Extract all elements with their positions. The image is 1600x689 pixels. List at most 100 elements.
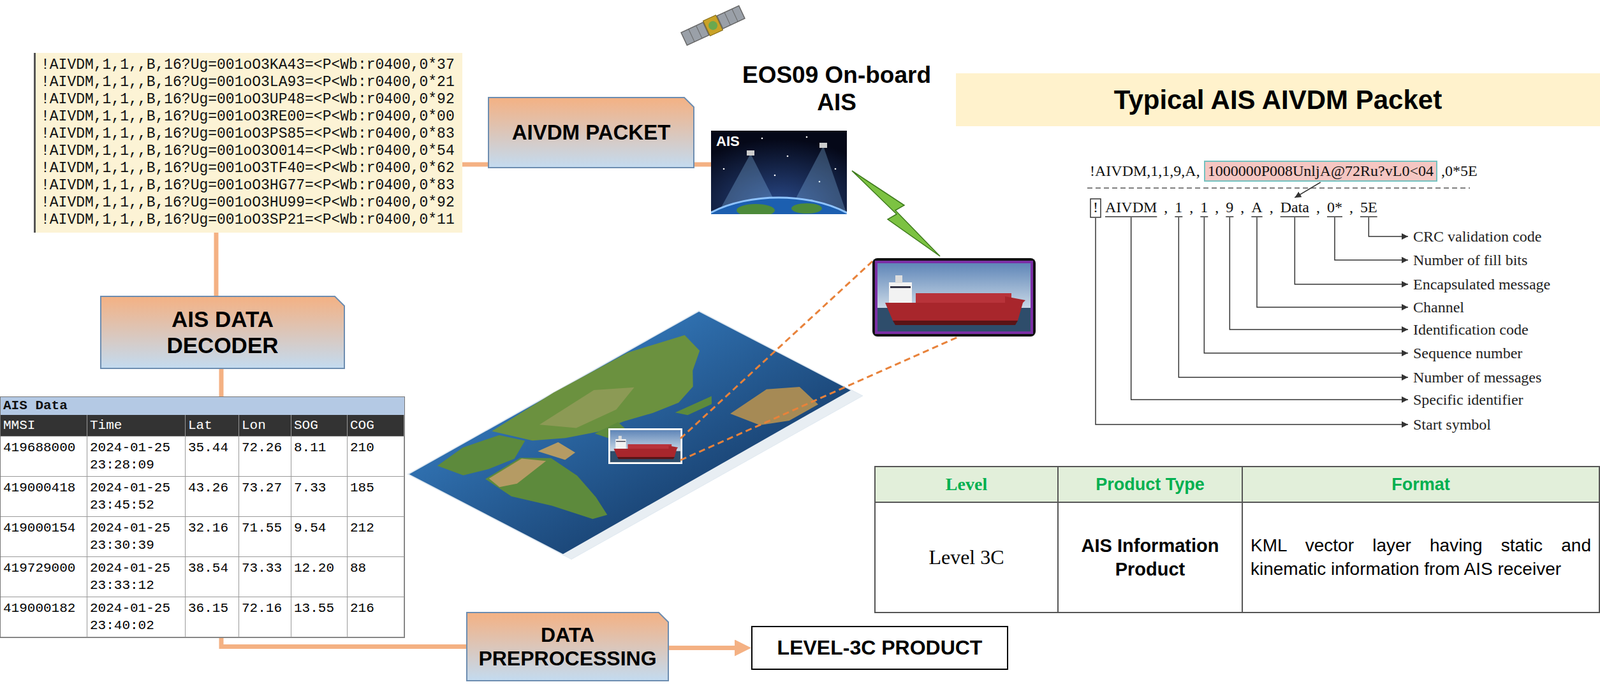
separator: , bbox=[1163, 198, 1168, 217]
packet-example: !AIVDM,1,1,9,A,1000000P008UnljA@72Ru?vL0… bbox=[1089, 160, 1478, 182]
table-cell: 212 bbox=[347, 517, 405, 558]
ais-data-table: AIS DataMMSITimeLatLonSOGCOG419688000202… bbox=[0, 396, 405, 639]
star bbox=[723, 168, 726, 171]
process-tag: AIVDM PACKET bbox=[487, 96, 695, 169]
packet-annotation bbox=[1087, 182, 1470, 425]
field-underline bbox=[1251, 216, 1263, 218]
field-token: 0* bbox=[1327, 198, 1343, 217]
table-cell: 216 bbox=[347, 597, 405, 638]
field-description: Specific identifier bbox=[1413, 390, 1524, 409]
earth bbox=[711, 197, 847, 215]
field-token: 1 bbox=[1174, 198, 1183, 217]
table-cell: 88 bbox=[347, 557, 405, 598]
separator: , bbox=[1240, 198, 1245, 217]
field-description: Number of messages bbox=[1413, 368, 1542, 387]
field-underline bbox=[1280, 216, 1310, 218]
table-cell: 8.11 bbox=[291, 436, 348, 478]
header-text: Format bbox=[1391, 475, 1451, 495]
field-underline bbox=[1360, 216, 1378, 218]
packet-line: !AIVDM,1,1,,B,16?Ug=001oO3UP48=<P<Wb:r04… bbox=[40, 91, 455, 109]
table-cell: 2024-01-25 23:45:52 bbox=[87, 477, 186, 518]
field-token: 9 bbox=[1225, 198, 1234, 217]
table-cell: 72.26 bbox=[239, 436, 292, 478]
table-cell: 419000182 bbox=[0, 597, 88, 638]
table-cell: 73.27 bbox=[239, 477, 292, 518]
leader-line bbox=[1131, 217, 1409, 400]
mini-satellite bbox=[746, 150, 755, 156]
field-token: Data bbox=[1280, 198, 1310, 217]
product-table: LevelProduct TypeFormatLevel 3CAIS Infor… bbox=[874, 466, 1600, 614]
field-token: 5E bbox=[1360, 198, 1378, 217]
land bbox=[726, 379, 826, 434]
dashed-link bbox=[680, 261, 873, 439]
field-description: Number of fill bits bbox=[1413, 251, 1528, 270]
field-underline bbox=[1105, 216, 1157, 218]
world-map bbox=[408, 311, 863, 560]
connector bbox=[221, 638, 467, 648]
panel-grid bbox=[688, 29, 695, 43]
field-description: Sequence number bbox=[1413, 344, 1523, 363]
packet-text: !AIVDM,1,1,9,A, bbox=[1089, 162, 1201, 180]
separator: , bbox=[1269, 198, 1274, 217]
table-cell: 185 bbox=[347, 477, 405, 518]
table-grid: MMSITimeLatLonSOGCOG4196880002024-01-25 … bbox=[0, 415, 405, 638]
header-text: Product Type bbox=[1095, 475, 1205, 495]
table-title: AIS Data bbox=[0, 397, 405, 416]
connector bbox=[219, 369, 224, 397]
table-cell: 7.33 bbox=[291, 477, 348, 518]
field-underline bbox=[1200, 216, 1208, 218]
ice bbox=[560, 390, 863, 560]
leader-line bbox=[1256, 217, 1409, 308]
packet-text: ,0*5E bbox=[1441, 162, 1478, 180]
table-cell: 12.20 bbox=[291, 557, 348, 598]
tag-label: AIVDM PACKET bbox=[496, 120, 686, 145]
connector bbox=[462, 162, 488, 168]
panel-grid bbox=[696, 25, 703, 39]
field-token: AIVDM bbox=[1105, 198, 1157, 217]
ocean bbox=[408, 311, 863, 560]
heading-band: Typical AIS AIVDM Packet bbox=[955, 73, 1600, 127]
leader-line bbox=[1095, 218, 1409, 425]
leader-line bbox=[1334, 217, 1409, 261]
leader-line bbox=[1229, 217, 1409, 330]
start-symbol-box bbox=[1090, 198, 1101, 218]
mini-satellite bbox=[819, 142, 828, 148]
table-cell: 210 bbox=[347, 436, 405, 478]
field-underline bbox=[1225, 216, 1234, 218]
dashed-divider bbox=[1087, 187, 1470, 189]
star bbox=[834, 168, 837, 171]
satellite-icon bbox=[680, 4, 746, 47]
desert bbox=[537, 441, 578, 463]
ship-inner-frame bbox=[876, 262, 1032, 333]
satellite-antenna bbox=[707, 19, 720, 32]
process-tag: AIS DATA DECODER bbox=[100, 295, 345, 370]
process-tag: DATA PREPROCESSING bbox=[466, 612, 669, 682]
star bbox=[774, 174, 777, 177]
column-header: Lon bbox=[239, 415, 292, 437]
ship-picture bbox=[877, 263, 1031, 332]
field-description: Start symbol bbox=[1413, 415, 1491, 434]
packet-line: !AIVDM,1,1,,B,16?Ug=001oO3SP21=<P<Wb:r04… bbox=[40, 211, 455, 229]
tag-shape bbox=[100, 296, 345, 369]
satellite-heading: EOS09 On-board AIS bbox=[731, 61, 942, 117]
table-cell: Level bbox=[875, 467, 1059, 504]
packet-line: !AIVDM,1,1,,B,16?Ug=001oO3RE00=<P<Wb:r04… bbox=[40, 108, 455, 126]
field-underline bbox=[1174, 216, 1183, 218]
column-header: Time bbox=[87, 415, 186, 437]
map-ship-frame bbox=[609, 429, 682, 464]
cell-text: KML vector layer having static and kinem… bbox=[1250, 534, 1592, 581]
tag-shape bbox=[466, 612, 669, 682]
table-cell: 38.54 bbox=[185, 557, 240, 598]
table-cell: 2024-01-25 23:28:09 bbox=[87, 436, 186, 478]
table-cell: 419688000 bbox=[0, 436, 88, 478]
packet-line: !AIVDM,1,1,,B,16?Ug=001oO3HG77=<P<Wb:r04… bbox=[40, 177, 455, 195]
table-cell: KML vector layer having static and kinem… bbox=[1242, 503, 1600, 614]
connector bbox=[694, 162, 712, 168]
header-text: Level bbox=[945, 474, 988, 495]
field-description: CRC validation code bbox=[1413, 227, 1542, 246]
column-header: Lat bbox=[185, 415, 240, 437]
panel-grid bbox=[724, 12, 731, 25]
connector bbox=[668, 645, 739, 651]
star bbox=[786, 155, 789, 158]
